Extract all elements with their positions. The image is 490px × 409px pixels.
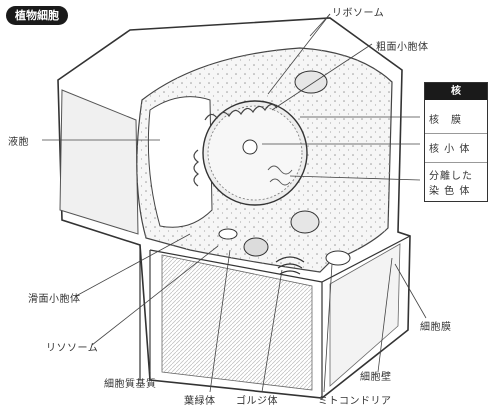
label-vacuole: 液胞 (8, 137, 29, 148)
label-cell-membrane: 細胞膜 (420, 322, 452, 333)
label-mitochondria: ミトコンドリア (318, 396, 392, 407)
leader-lines (42, 13, 427, 393)
legend-item-nucleolus: 核 小 体 (429, 144, 471, 155)
label-chloroplast: 葉緑体 (184, 396, 216, 407)
rough-er (193, 103, 278, 187)
legend-divider (425, 133, 487, 134)
nucleus (202, 100, 308, 206)
label-smooth-er: 滑面小胞体 (28, 294, 81, 305)
legend-header: 核 (425, 83, 487, 100)
chloroplasts (243, 70, 328, 257)
legend-item-separated: 分離した (429, 171, 473, 182)
vacuole (147, 96, 213, 228)
mitochondria (218, 228, 351, 266)
label-golgi: ゴルジ体 (236, 396, 278, 407)
title-badge: 植物細胞 (6, 6, 68, 25)
label-rough-er: 粗面小胞体 (376, 42, 429, 53)
label-cytoplasmic-matrix: 細胞質基質 (104, 379, 157, 390)
label-lysosome: リソソーム (46, 343, 99, 354)
nucleolus (242, 139, 258, 155)
label-cell-wall: 細胞壁 (360, 372, 392, 383)
nucleus-legend: 核 核 膜 核 小 体 分離した 染 色 体 (424, 82, 488, 202)
legend-divider (425, 162, 487, 163)
legend-item-chromosome: 染 色 体 (429, 186, 471, 197)
legend-item-nuclear-envelope: 核 膜 (429, 115, 462, 126)
label-ribosome: リボソーム (332, 8, 385, 19)
